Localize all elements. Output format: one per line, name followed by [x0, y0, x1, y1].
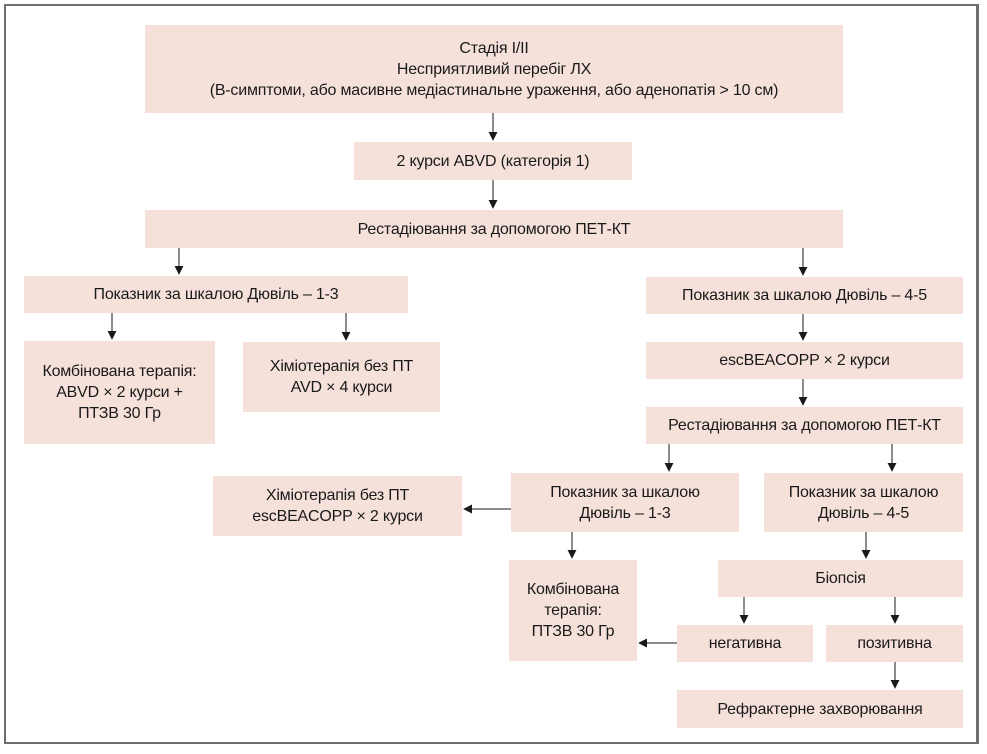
node-refractory-disease: Рефрактерне захворювання: [677, 690, 963, 728]
node-deauville-4-5: Показник за шкалою Дювіль – 4-5: [646, 277, 963, 314]
node-deauville-4-5-second-line-1: Показник за шкалою: [788, 483, 939, 501]
node-biopsy-positive-label: позитивна: [857, 635, 932, 652]
node-escbeacopp-2-courses: escBEACOPP × 2 курси: [646, 342, 963, 379]
node-abvd-2-courses: 2 курси ABVD (категорія 1): [354, 142, 632, 180]
node-restaging-2-label: Рестадіювання за допомогою ПЕТ-КТ: [668, 417, 941, 434]
node-combined-therapy-1: Комбінована терапія: ABVD × 2 курси + ПТ…: [24, 341, 215, 444]
node-deauville-4-5-second: Показник за шкалою Дювіль – 4-5: [764, 473, 963, 532]
node-combined-therapy-2-line-1: Комбінована: [526, 581, 620, 598]
node-biopsy-label: Біопсія: [815, 570, 866, 587]
node-stage-line-3: (В-симптоми, або масивне медіастинальне …: [209, 81, 779, 99]
node-biopsy-negative: негативна: [677, 625, 813, 662]
node-restaging-1: Рестадіювання за допомогою ПЕТ-КТ: [145, 210, 843, 248]
node-chemo-avd-line-1: Хіміотерапія без ПТ: [269, 358, 414, 375]
node-combined-therapy-2-line-2: терапія:: [544, 602, 602, 619]
node-combined-therapy-1-line-3: ПТЗВ 30 Гр: [78, 405, 161, 422]
node-combined-therapy-1-line-2: ABVD × 2 курси +: [56, 384, 183, 401]
node-deauville-1-3-second-line-2: Дювіль – 1-3: [579, 504, 671, 522]
node-refractory-disease-label: Рефрактерне захворювання: [717, 700, 923, 718]
node-restaging-1-label: Рестадіювання за допомогою ПЕТ-КТ: [357, 220, 631, 238]
node-chemo-avd-line-2: AVD × 4 курси: [290, 379, 393, 396]
node-deauville-1-3-second-line-1: Показник за шкалою: [550, 483, 700, 501]
node-combined-therapy-2-line-3: ПТЗВ 30 Гр: [531, 623, 615, 640]
node-stage-line-1: Стадія I/II: [459, 39, 529, 57]
node-biopsy-positive: позитивна: [826, 625, 963, 662]
node-chemo-escbeacopp: Хіміотерапія без ПТ escBEACOPP × 2 курси: [213, 476, 462, 536]
node-deauville-4-5-second-line-2: Дювіль – 4-5: [817, 504, 910, 522]
node-deauville-4-5-label: Показник за шкалою Дювіль – 4-5: [682, 287, 927, 304]
node-combined-therapy-2: Комбінована терапія: ПТЗВ 30 Гр: [509, 560, 637, 661]
node-chemo-avd: Хіміотерапія без ПТ AVD × 4 курси: [243, 342, 440, 412]
node-stage-line-2: Несприятливий перебіг ЛХ: [396, 60, 592, 78]
node-deauville-1-3-label: Показник за шкалою Дювіль – 1-3: [93, 286, 339, 303]
node-escbeacopp-2-courses-label: escBEACOPP × 2 курси: [719, 352, 890, 369]
node-deauville-1-3: Показник за шкалою Дювіль – 1-3: [24, 276, 408, 313]
node-chemo-escbeacopp-line-1: Хіміотерапія без ПТ: [265, 487, 410, 504]
node-restaging-2: Рестадіювання за допомогою ПЕТ-КТ: [646, 407, 963, 444]
node-chemo-escbeacopp-line-2: escBEACOPP × 2 курси: [252, 508, 423, 525]
node-biopsy-negative-label: негативна: [708, 635, 782, 652]
node-stage: Стадія I/II Несприятливий перебіг ЛХ (В-…: [145, 25, 843, 113]
node-abvd-2-courses-label: 2 курси ABVD (категорія 1): [396, 152, 590, 170]
node-biopsy: Біопсія: [718, 560, 963, 597]
node-combined-therapy-1-line-1: Комбінована терапія:: [42, 363, 197, 380]
node-deauville-1-3-second: Показник за шкалою Дювіль – 1-3: [511, 473, 739, 532]
